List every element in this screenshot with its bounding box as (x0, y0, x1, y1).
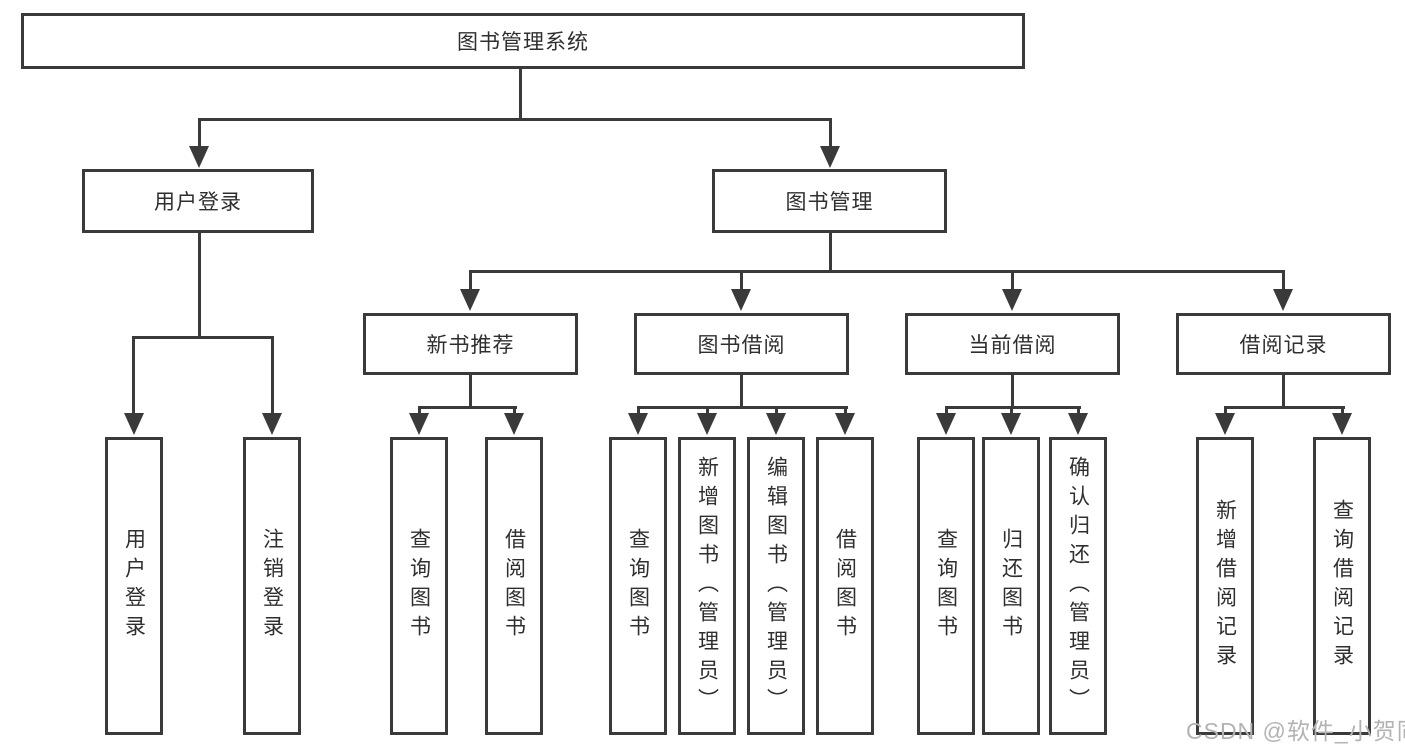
connector-line (1077, 406, 1080, 416)
connector-line (829, 233, 832, 273)
connector-line (519, 68, 522, 118)
connector-line (418, 406, 421, 416)
connector-line (469, 270, 1285, 273)
connector-line (637, 406, 640, 416)
arrowhead-down-icon (628, 413, 648, 435)
leaf-query-books-borrowing: 查询图书 (609, 437, 667, 735)
arrowhead-down-icon (1002, 289, 1022, 311)
arrowhead-down-icon (460, 289, 480, 311)
arrowhead-down-icon (1068, 413, 1088, 435)
connector-line (198, 118, 201, 150)
arrowhead-down-icon (262, 413, 282, 435)
leaf-add-borrow-record: 新增借阅记录 (1196, 437, 1254, 735)
connector-line (132, 336, 274, 339)
arrowhead-down-icon (189, 146, 209, 168)
connector-line (945, 406, 1081, 409)
arrowhead-down-icon (1001, 413, 1021, 435)
arrowhead-down-icon (1332, 413, 1352, 435)
leaf-return-books: 归还图书 (982, 437, 1040, 735)
leaf-borrow-books-borrowing: 借阅图书 (816, 437, 874, 735)
connector-line (1282, 375, 1285, 409)
leaf-add-books-admin: 新增图书（管理员） (678, 437, 736, 735)
connector-line (271, 336, 274, 416)
connector-line (198, 233, 201, 339)
leaf-query-books-current: 查询图书 (917, 437, 975, 735)
connector-line (132, 336, 135, 416)
leaf-edit-books-admin: 编辑图书（管理员） (747, 437, 805, 735)
connector-line (1011, 270, 1014, 292)
connector-line (829, 118, 832, 150)
leaf-query-borrow-record: 查询借阅记录 (1313, 437, 1371, 735)
leaf-borrow-books-recommend: 借阅图书 (485, 437, 543, 735)
arrowhead-down-icon (1215, 413, 1235, 435)
connector-line (740, 270, 743, 292)
connector-line (469, 375, 472, 409)
connector-line (198, 118, 831, 121)
leaf-user-login: 用户登录 (105, 437, 163, 735)
arrowhead-down-icon (1273, 289, 1293, 311)
arrowhead-down-icon (124, 413, 144, 435)
connector-line (1224, 406, 1227, 416)
node-library-system: 图书管理系统 (21, 13, 1025, 69)
connector-line (844, 406, 847, 416)
arrowhead-down-icon (835, 413, 855, 435)
node-borrowing-records: 借阅记录 (1176, 313, 1391, 375)
connector-line (706, 406, 709, 416)
connector-line (418, 406, 517, 409)
arrowhead-down-icon (820, 146, 840, 168)
node-new-book-recommend: 新书推荐 (363, 313, 578, 375)
connector-line (513, 406, 516, 416)
leaf-logout: 注销登录 (243, 437, 301, 735)
connector-line (1341, 406, 1344, 416)
arrowhead-down-icon (766, 413, 786, 435)
connector-line (469, 270, 472, 292)
arrowhead-down-icon (697, 413, 717, 435)
connector-line (740, 375, 743, 409)
arrowhead-down-icon (731, 289, 751, 311)
connector-line (945, 406, 948, 416)
node-book-borrowing: 图书借阅 (634, 313, 849, 375)
arrowhead-down-icon (936, 413, 956, 435)
connector-line (1011, 375, 1014, 409)
connector-line (1010, 406, 1013, 416)
node-current-borrowing: 当前借阅 (905, 313, 1120, 375)
connector-line (1282, 270, 1285, 292)
node-user-login: 用户登录 (82, 169, 314, 233)
connector-line (775, 406, 778, 416)
node-book-management: 图书管理 (712, 169, 947, 233)
leaf-confirm-return-admin: 确认归还（管理员） (1049, 437, 1107, 735)
watermark: CSDN @软件_小贺同学 (1186, 718, 1405, 744)
connector-line (637, 406, 848, 409)
connector-line (1224, 406, 1345, 409)
leaf-query-books-recommend: 查询图书 (390, 437, 448, 735)
arrowhead-down-icon (409, 413, 429, 435)
arrowhead-down-icon (504, 413, 524, 435)
